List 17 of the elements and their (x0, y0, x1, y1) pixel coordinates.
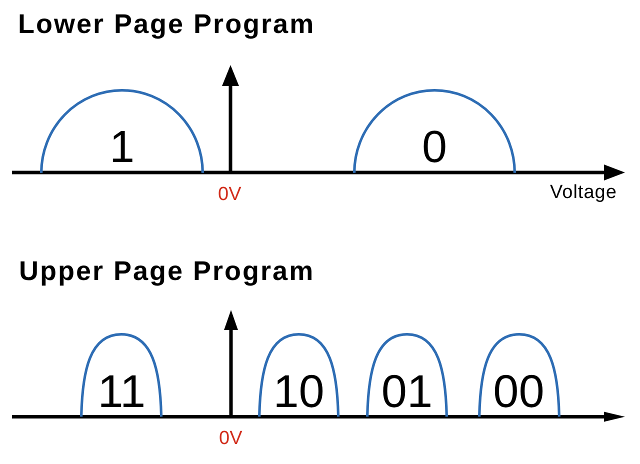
distribution-curve (353, 88, 516, 172)
bit-value: 0 (422, 124, 448, 170)
distribution-curve (40, 88, 204, 172)
panel-title: Upper Page Program (19, 258, 315, 285)
bit-value: 01 (381, 368, 433, 414)
panel-title: Lower Page Program (18, 10, 316, 38)
axis-label: Voltage (550, 183, 617, 202)
bit-value: 1 (109, 124, 135, 170)
bit-value: 11 (98, 368, 146, 414)
distribution-curve (366, 333, 448, 417)
bit-value: 10 (273, 368, 324, 414)
distribution-curve (80, 333, 163, 417)
zero-volt-label: 0V (219, 428, 242, 448)
distribution-curve (258, 333, 340, 417)
zero-volt-label: 0V (218, 184, 242, 204)
distribution-curve (478, 333, 560, 417)
bit-value: 00 (493, 368, 544, 414)
